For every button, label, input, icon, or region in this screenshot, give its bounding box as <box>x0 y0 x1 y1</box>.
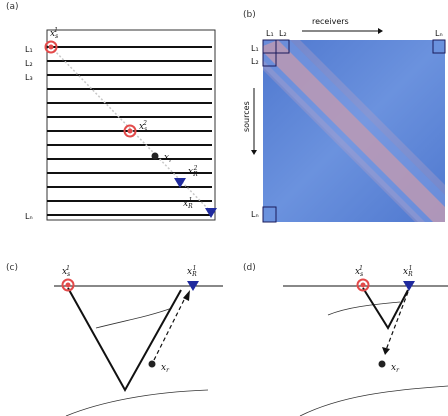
receiver-end-marker <box>205 208 217 218</box>
panel-d: xs1 xR1 xr <box>283 265 448 416</box>
source-label: xs1 <box>355 265 363 278</box>
scatter-ray <box>385 291 409 351</box>
row-label-ln: Lₙ <box>251 210 259 219</box>
scatterer-dot <box>378 360 386 368</box>
source-marker <box>356 278 370 292</box>
col-label-ln: Lₙ <box>435 29 443 38</box>
source-mid-marker <box>123 124 137 138</box>
receiver-end-label: xR1 <box>183 197 193 210</box>
panel-a-lines <box>47 46 212 216</box>
reflection-ray <box>362 287 409 331</box>
panel-b: L₁ L₂ Lₙ L₁ L₂ Lₙ receivers sources <box>242 17 446 223</box>
scatterer-dot <box>151 152 159 160</box>
receiver-marker <box>187 281 199 291</box>
block-l2-l1 <box>262 52 277 67</box>
block-l1-l2 <box>275 39 290 54</box>
reflector-deep <box>65 389 209 416</box>
receiver-mid-marker <box>174 178 186 188</box>
sources-label: sources <box>242 101 251 132</box>
line-label-3: L₃ <box>25 73 33 82</box>
reflector-shallow <box>95 307 173 329</box>
receiver-mid-label: xR2 <box>188 165 198 178</box>
col-label-l2: L₂ <box>279 29 287 38</box>
panel-b-label: (b) <box>243 10 256 20</box>
receivers-arrowhead <box>378 28 383 34</box>
reflector-deep <box>299 385 448 416</box>
line-label-n: Lₙ <box>25 212 33 221</box>
block-l1-ln <box>432 39 446 54</box>
panel-d-label: (d) <box>243 263 256 273</box>
source-top-label: xs1 <box>50 27 58 40</box>
source-receiver-path <box>50 46 213 214</box>
receiver-marker <box>403 281 415 291</box>
matrix-diagonal-band <box>263 40 445 222</box>
panel-a-label: (a) <box>6 2 19 12</box>
source-top-marker <box>44 40 58 54</box>
scatterer-label: xr <box>391 363 400 374</box>
source-mid-label: xs2 <box>139 120 147 133</box>
reflector-shallow <box>327 301 401 316</box>
line-label-2: L₂ <box>25 59 33 68</box>
receiver-label: xR1 <box>187 265 197 278</box>
panel-a-frame <box>46 29 216 221</box>
receivers-label: receivers <box>312 17 349 26</box>
line-label-1: L₁ <box>25 45 33 54</box>
panel-a: L₁ L₂ L₃ Lₙ xs1 xs2 xr xR2 xR1 <box>25 27 217 221</box>
panel-c-label: (c) <box>6 263 18 273</box>
sources-arrowhead <box>251 150 257 155</box>
scatter-ray-arrowhead <box>382 347 390 355</box>
source-marker <box>61 278 75 292</box>
row-label-l2: L₂ <box>251 57 259 66</box>
scatterer-label: xr <box>164 153 173 164</box>
source-label: xs1 <box>62 265 70 278</box>
receiver-label: xR1 <box>403 265 413 278</box>
reflection-ray <box>67 287 182 393</box>
scatter-ray <box>153 295 187 361</box>
col-label-l1: L₁ <box>266 29 274 38</box>
scatter-ray-arrowhead <box>183 290 190 301</box>
block-ln-l1 <box>262 206 277 223</box>
scatterer-dot <box>148 360 156 368</box>
panel-c: xs1 xR1 xr <box>54 265 223 416</box>
scatterer-label: xr <box>161 363 170 374</box>
row-label-l1: L₁ <box>251 44 259 53</box>
